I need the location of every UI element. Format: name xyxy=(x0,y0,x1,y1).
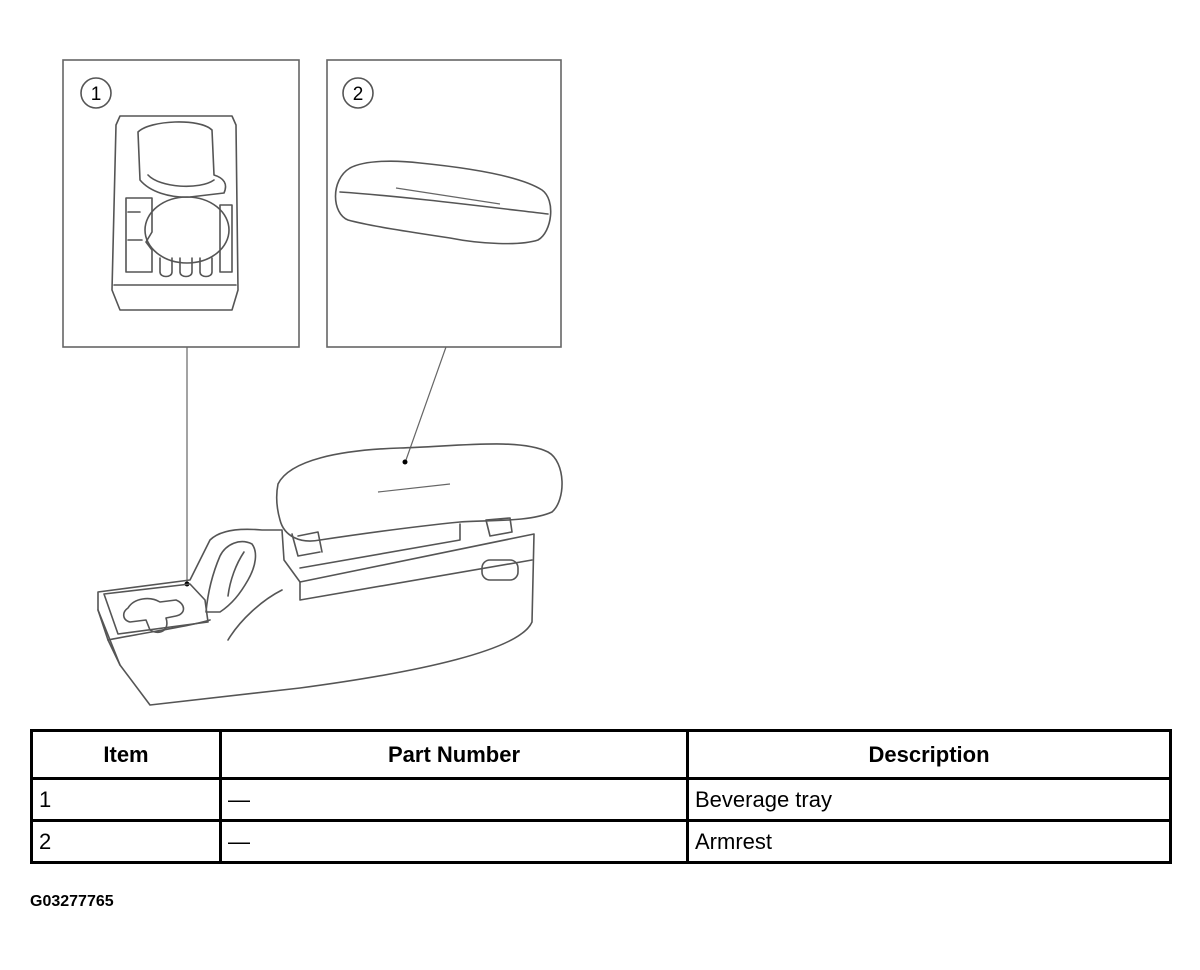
table-row: 2 — Armrest xyxy=(30,819,1172,864)
cell-description: Armrest xyxy=(686,819,1172,864)
figure-id: G03277765 xyxy=(30,893,114,910)
leader-dot-2 xyxy=(402,459,408,465)
cell-description: Beverage tray xyxy=(686,777,1172,822)
detail-frame-1: 1 xyxy=(62,59,300,348)
console-illustration: 1 2 xyxy=(62,59,563,706)
armrest-detail xyxy=(334,160,552,245)
table-header-row: Item Part Number Description xyxy=(30,729,1172,780)
callout-circle-1 xyxy=(80,77,112,109)
parts-table: Item Part Number Description 1 — Beverag… xyxy=(30,729,1172,864)
callout-circle-2 xyxy=(342,77,374,109)
callout-number-1: 1 xyxy=(91,84,102,105)
cell-part-number: — xyxy=(219,777,689,822)
cell-part-number: — xyxy=(219,819,689,864)
leader-line-2 xyxy=(405,346,447,461)
header-description: Description xyxy=(686,729,1172,780)
cell-item: 2 xyxy=(30,819,222,864)
table-row: 1 — Beverage tray xyxy=(30,777,1172,822)
beverage-tray-detail xyxy=(111,115,239,311)
header-part-number: Part Number xyxy=(219,729,689,780)
callout-number-2: 2 xyxy=(353,84,364,105)
header-item: Item xyxy=(30,729,222,780)
detail-frame-2: 2 xyxy=(326,59,562,348)
center-console-assembly xyxy=(97,443,563,706)
cell-item: 1 xyxy=(30,777,222,822)
